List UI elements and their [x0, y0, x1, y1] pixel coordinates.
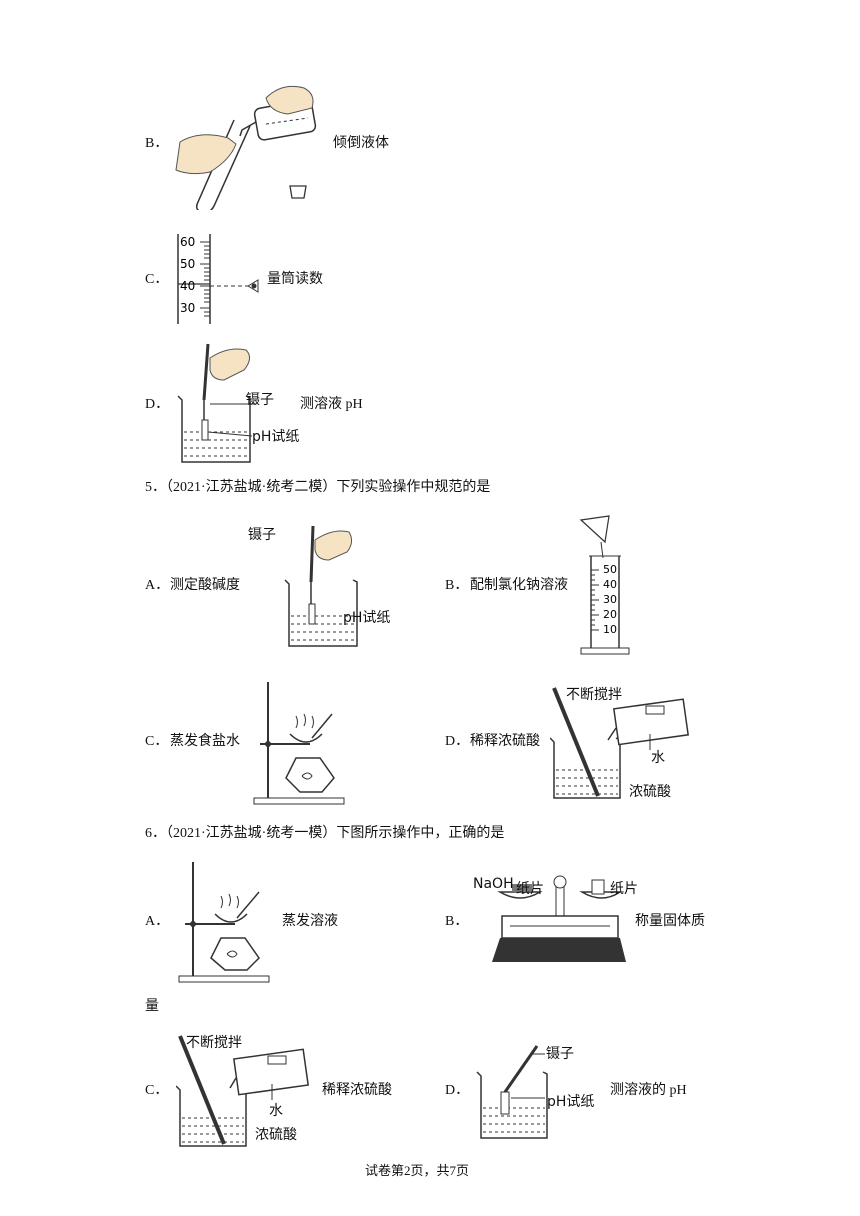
q5d-stir-label: 不断搅拌 [566, 687, 622, 703]
page-footer: 试卷第2页，共7页 [365, 1163, 470, 1178]
q5-stem: 5．（2021·江苏盐城·统考二模）下列实验操作中规范的是 [145, 480, 491, 495]
q5-option-b-caption: 配制氯化钠溶液 [470, 578, 568, 593]
dilute-sulfuric-acid-figure-q6 [176, 1035, 310, 1147]
q6b-paper-left-label: 纸片 [516, 881, 544, 897]
q5-option-b-letter: B． [445, 578, 469, 593]
q6-option-c-caption: 稀释浓硫酸 [322, 1083, 392, 1098]
q4-ph-paper-label: pH试纸 [252, 429, 300, 445]
q5-option-d-caption: 稀释浓硫酸 [470, 734, 540, 749]
q6-option-b-letter: B． [445, 914, 469, 929]
q6-option-b-caption: 称量固体质 [635, 914, 705, 929]
q6-option-d-letter: D． [445, 1083, 470, 1098]
eye-icon [247, 279, 259, 293]
q6d-ph-paper-label: pH试纸 [547, 1094, 595, 1110]
q6c-water-label: 水 [269, 1103, 283, 1119]
q5d-water-label: 水 [651, 750, 665, 766]
ph-measure-figure-q5 [284, 525, 358, 647]
q4-option-c-letter: C． [145, 272, 169, 287]
q4-option-d-caption: 测溶液 pH [300, 397, 363, 412]
cylinder-tick-40: 40 [180, 279, 195, 293]
q6-option-d-caption: 测溶液的 pH [610, 1083, 687, 1098]
mc-tick-10: 10 [603, 623, 617, 636]
q6-option-c-letter: C． [145, 1083, 169, 1098]
q4-option-c-caption: 量筒读数 [267, 272, 323, 287]
mc-tick-50: 50 [603, 563, 617, 576]
cylinder-tick-30: 30 [180, 301, 195, 315]
q5-option-c-caption: 蒸发食盐水 [170, 734, 240, 749]
evaporation-figure-q5 [253, 682, 345, 805]
q6c-acid-label: 浓硫酸 [255, 1127, 297, 1143]
q5-option-a-caption: 测定酸碱度 [170, 578, 240, 593]
q5-option-c-letter: C． [145, 734, 169, 749]
q6-option-b-caption-wrap: 量 [145, 999, 159, 1014]
balance-figure [492, 875, 626, 962]
q4-option-b-caption: 倾倒液体 [333, 136, 389, 151]
ph-measure-figure-q4 [177, 343, 256, 463]
q6-stem: 6．（2021·江苏盐城·统考一模）下图所示操作中，正确的是 [145, 826, 505, 841]
q6-option-a-letter: A． [145, 914, 170, 929]
q6b-paper-right-label: 纸片 [610, 881, 638, 897]
mc-tick-30: 30 [603, 593, 617, 606]
q6-option-a-caption: 蒸发溶液 [282, 914, 338, 929]
pouring-liquid-figure [175, 85, 317, 210]
q4-option-b-letter: B． [145, 136, 169, 151]
q5a-tweezers-label: 镊子 [248, 527, 276, 543]
q5a-ph-paper-label: pH试纸 [343, 610, 391, 626]
q5-option-d-letter: D． [445, 734, 470, 749]
graduated-cylinder-reading-figure: 60 50 40 30 [177, 234, 259, 324]
q4-tweezers-label: 镊子 [246, 392, 274, 408]
cylinder-tick-60: 60 [180, 235, 195, 249]
ph-measure-figure-q6 [476, 1045, 548, 1139]
q6c-stir-label: 不断搅拌 [186, 1035, 242, 1051]
mc-tick-20: 20 [603, 608, 617, 621]
cylinder-tick-50: 50 [180, 257, 195, 271]
q5-option-a-letter: A． [145, 578, 170, 593]
q5d-acid-label: 浓硫酸 [629, 784, 671, 800]
q4-option-d-letter: D． [145, 397, 170, 412]
measuring-cylinder-figure: 50 40 30 20 10 [579, 515, 630, 655]
q6d-tweezers-label: 镊子 [546, 1046, 574, 1062]
dilute-sulfuric-acid-figure-q5 [550, 687, 690, 799]
mc-tick-40: 40 [603, 578, 617, 591]
q6b-naoh-label: NaOH [473, 876, 514, 892]
evaporation-figure-q6 [178, 862, 270, 983]
